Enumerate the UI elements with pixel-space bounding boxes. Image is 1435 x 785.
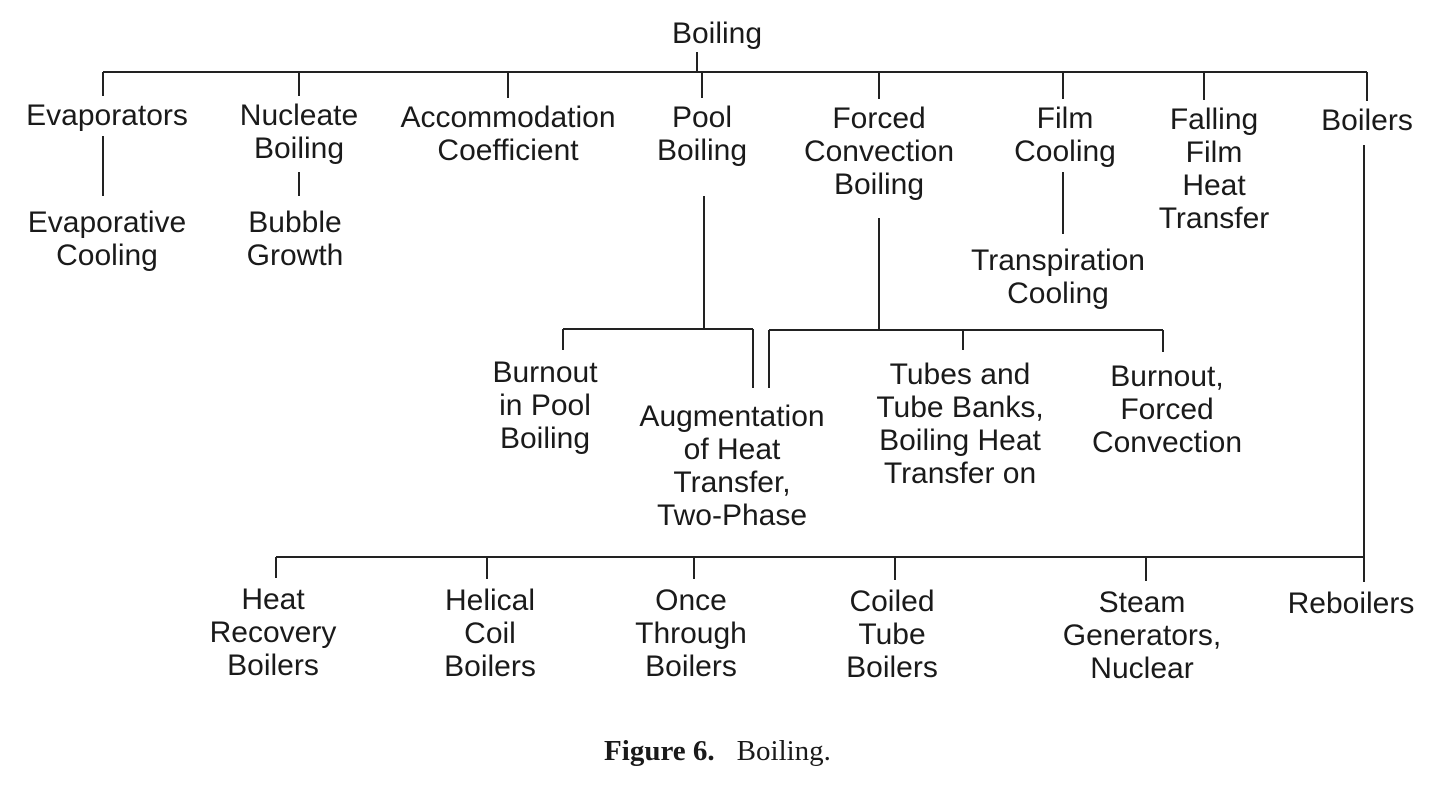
node-coiled-tube-boilers: Coiled Tube Boilers: [846, 585, 938, 684]
node-burnout-in-pool-boiling: Burnout in Pool Boiling: [492, 356, 598, 455]
node-film-cooling: Film Cooling: [1014, 102, 1116, 168]
node-tubes-and-tube-banks: Tubes and Tube Banks, Boiling Heat Trans…: [876, 358, 1044, 490]
node-boiling: Boiling: [671, 17, 763, 50]
figure-caption-text: Boiling.: [736, 735, 831, 767]
node-pool-boiling: Pool Boiling: [656, 101, 748, 167]
node-evaporators: Evaporators: [26, 99, 188, 132]
figure-caption-label: Figure 6.: [604, 735, 715, 767]
node-evaporative-cooling: Evaporative Cooling: [27, 206, 187, 272]
node-boilers: Boilers: [1321, 104, 1413, 137]
node-heat-recovery-boilers: Heat Recovery Boilers: [209, 583, 337, 682]
node-forced-convection-boiling: Forced Convection Boiling: [803, 102, 955, 201]
figure-caption: Figure 6. Boiling.: [0, 735, 1435, 768]
node-augmentation-of-heat-transfer-two-phase: Augmentation of Heat Transfer, Two-Phase: [639, 400, 825, 532]
node-nucleate-boiling: Nucleate Boiling: [239, 99, 359, 165]
node-reboilers: Reboilers: [1287, 587, 1415, 620]
node-transpiration-cooling: Transpiration Cooling: [971, 244, 1145, 310]
node-steam-generators-nuclear: Steam Generators, Nuclear: [1062, 586, 1222, 685]
node-once-through-boilers: Once Through Boilers: [635, 584, 747, 683]
node-helical-coil-boilers: Helical Coil Boilers: [444, 584, 536, 683]
node-burnout-forced-convection: Burnout, Forced Convection: [1091, 360, 1243, 459]
node-bubble-growth: Bubble Growth: [246, 206, 344, 272]
node-accommodation-coefficient: Accommodation Coefficient: [400, 101, 616, 167]
node-falling-film-heat-transfer: Falling Film Heat Transfer: [1158, 103, 1270, 235]
